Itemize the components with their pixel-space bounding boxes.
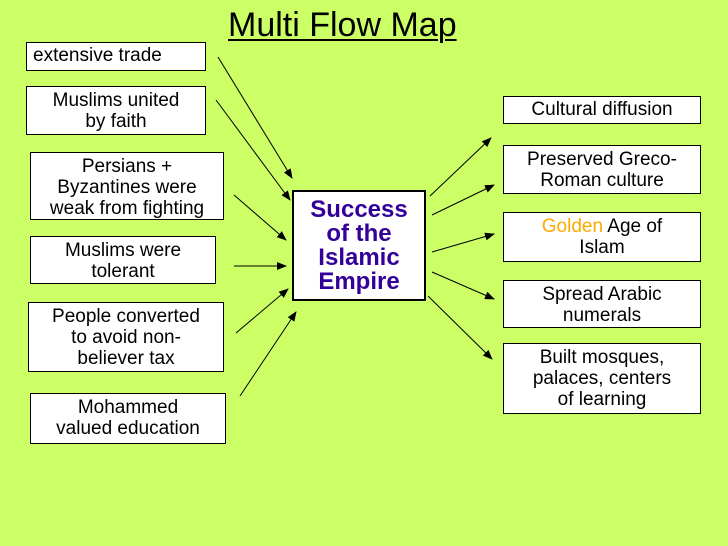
cause-box-valued-education: Mohammed valued education (30, 393, 226, 444)
diagram-title: Multi Flow Map (228, 6, 457, 44)
golden-word: Golden (541, 216, 604, 237)
arrow-cause-2 (215, 99, 291, 201)
golden-age-rest: Age of Islam (579, 216, 663, 258)
arrow-effect-5 (427, 295, 493, 360)
effect-box-mosques-palaces: Built mosques, palaces, centers of learn… (503, 343, 701, 414)
cause-box-united-by-faith: Muslims united by faith (26, 86, 206, 135)
cause-box-persians-byzantines: Persians + Byzantines were weak from fig… (30, 152, 224, 220)
arrow-cause-6 (239, 311, 297, 397)
arrow-effect-2 (431, 184, 495, 216)
arrow-cause-3 (233, 194, 287, 241)
arrow-cause-5 (235, 288, 289, 334)
effect-box-arabic-numerals: Spread Arabic numerals (503, 280, 701, 328)
arrow-effect-1 (429, 137, 492, 197)
central-event-box: Success of the Islamic Empire (292, 190, 426, 301)
cause-box-extensive-trade: extensive trade (26, 42, 206, 71)
effect-box-cultural-diffusion: Cultural diffusion (503, 96, 701, 124)
effect-box-greco-roman: Preserved Greco- Roman culture (503, 145, 701, 194)
arrow-cause-1 (217, 56, 293, 179)
arrow-effect-3 (431, 232, 495, 253)
cause-box-converted-tax: People converted to avoid non- believer … (28, 302, 224, 372)
cause-box-muslims-tolerant: Muslims were tolerant (30, 236, 216, 284)
arrow-effect-4 (431, 271, 495, 300)
effect-box-golden-age: Golden Age of Islam (503, 212, 701, 262)
